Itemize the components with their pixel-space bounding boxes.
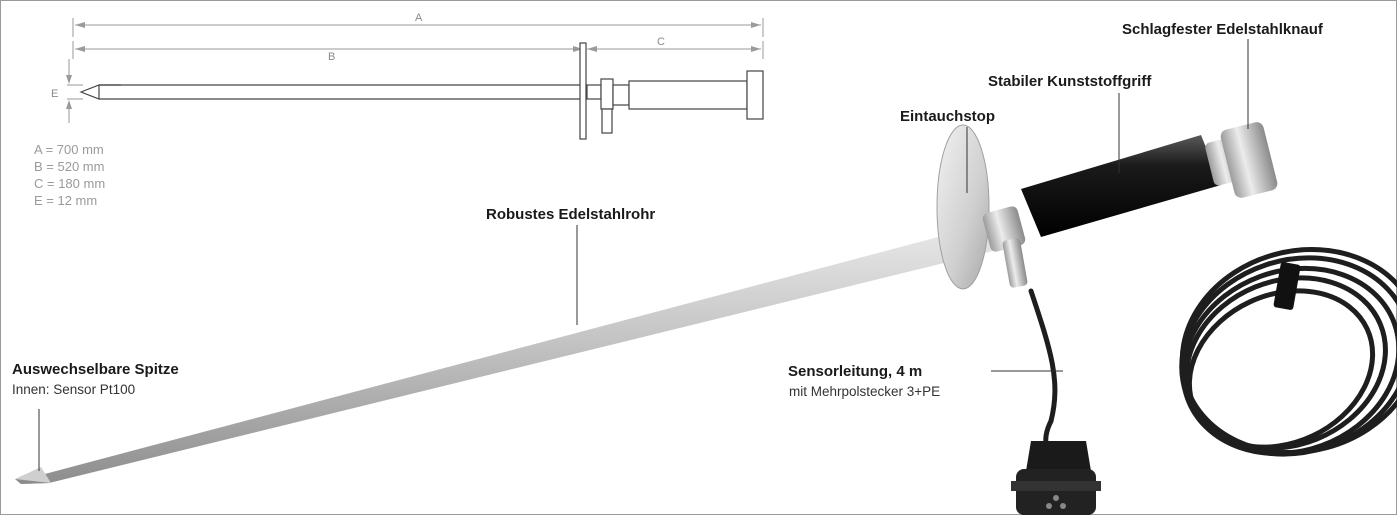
dimension-label-e: E [51,88,58,100]
dimension-label-b: B [328,51,335,63]
spec-c: C = 180 mm [34,176,106,191]
probe-drawing [79,42,764,140]
probe-illustration [15,122,1397,515]
leader-lines [38,39,1249,471]
callout-grip: Stabiler Kunststoffgriff [988,73,1152,90]
spec-list: A = 700 mm B = 520 mm C = 180 mm E = 12 … [34,141,105,209]
technical-drawing [66,18,764,123]
callout-knob: Schlagfester Edelstahlknauf [1122,21,1323,38]
callout-stop: Eintauchstop [900,108,996,125]
plug [1011,441,1101,515]
dimension-label-c: C [657,36,665,48]
callout-cable-title: Sensorleitung, 4 m [788,363,923,380]
callout-tube: Robustes Edelstahlrohr [486,206,656,223]
spec-a: A = 700 mm [34,142,104,157]
callout-tip-title: Auswechselbare Spitze [12,361,179,378]
spec-b: B = 520 mm [34,159,105,174]
dimension-label-a: A [415,12,423,24]
callout-tip-sub: Innen: Sensor Pt100 [12,382,136,397]
callout-cable-sub: mit Mehrpolstecker 3+PE [789,384,941,399]
spec-e: E = 12 mm [34,193,98,208]
